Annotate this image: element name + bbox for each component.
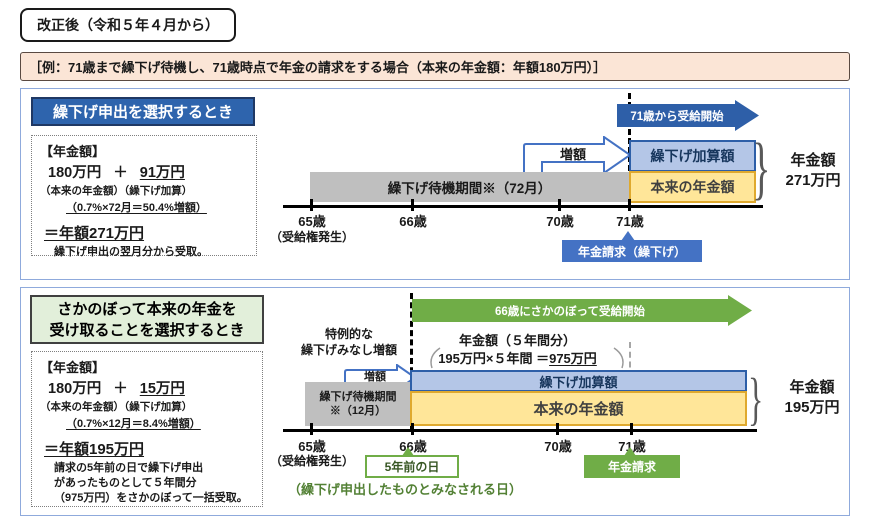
lump-sum-value: 975万円 bbox=[549, 350, 597, 366]
receipt-note: 繰下げ申出の翌月分から受取。 bbox=[54, 246, 208, 258]
example-banner: ［例：71歳まで繰下げ待機し、71歳時点で年金の請求をする場合（本来の年金額：年… bbox=[20, 52, 850, 81]
retroactive-start-arrow: 66歳にさかのぼって受給開始 bbox=[412, 295, 752, 326]
receipt-note-line1: 請求の5年前の日で繰下げ申出 bbox=[54, 462, 204, 474]
total-pension-label: 年金額 271万円 bbox=[775, 151, 851, 191]
tick-label-65: 65歳 bbox=[298, 214, 326, 229]
tick-71 bbox=[628, 199, 631, 211]
total-amount: ＝年額271万円 bbox=[44, 225, 145, 242]
section2-amount-box: 【年金額】 180万円 ＋ 15万円 （本来の年金額）（繰下げ加算） （0.7%… bbox=[31, 351, 263, 507]
special-deemed-line1: 特例的な bbox=[324, 327, 373, 341]
increase-label: 増額 bbox=[559, 146, 586, 162]
special-deemed-label: 特例的な 繰下げみなし増額 bbox=[288, 326, 410, 358]
original-pension-bar: 本来の年金額 bbox=[629, 171, 756, 203]
lump-sum-pre: 195万円×５年間 ＝ bbox=[438, 350, 550, 366]
receipt-note-line3: （975万円）をさかのぼって一括受取。 bbox=[54, 491, 248, 504]
badge-pointer-icon bbox=[624, 447, 636, 456]
tick-70 bbox=[556, 423, 559, 435]
section1-amount-box: 【年金額】 180万円 ＋ 91万円 （本来の年金額）（繰下げ加算） （0.7%… bbox=[31, 135, 257, 258]
section2-header: さかのぼって本来の年金を 受け取ることを選択するとき bbox=[30, 295, 264, 344]
total-pension-label: 年金額 195万円 bbox=[772, 378, 852, 418]
receipt-note: 請求の5年前の日で繰下げ申出 があったものとして５年間分 （975万円）をさかの… bbox=[54, 461, 254, 506]
deemed-date-note: （繰下げ申出したものとみなされる日） bbox=[288, 482, 523, 497]
total-amount: ＝年額195万円 bbox=[44, 441, 145, 458]
decorative-curve-right bbox=[613, 347, 624, 369]
base-amount: 180万円 bbox=[48, 381, 102, 397]
tick-70 bbox=[558, 199, 561, 211]
elbow-arrow-icon bbox=[523, 135, 632, 176]
five-years-ago-box: 5年前の日 bbox=[365, 455, 459, 478]
waiting-period-box: 繰下げ待機期間 ※（12月） bbox=[305, 382, 411, 426]
tick-71 bbox=[630, 423, 633, 435]
amount-formula: 180万円 ＋ 15万円 bbox=[48, 377, 254, 398]
timeline-axis bbox=[283, 205, 763, 208]
increase-elbow-arrow: 増額 bbox=[518, 135, 632, 176]
tick-label-65: 65歳 bbox=[298, 439, 326, 454]
tick-label-71: 71歳 bbox=[616, 214, 644, 229]
start-arrow-label: 71歳から受給開始 bbox=[630, 110, 724, 123]
plus-sign: ＋ bbox=[113, 165, 128, 181]
retro-arrow-label: 66歳にさかのぼって受給開始 bbox=[495, 305, 645, 318]
bracket-brace: } bbox=[752, 130, 771, 207]
added-amount: 91万円 bbox=[139, 165, 185, 181]
badge-pointer-icon bbox=[621, 231, 635, 241]
waiting-period-line1: 繰下げ待機期間 bbox=[319, 391, 397, 403]
amount-heading: 【年金額】 bbox=[40, 144, 106, 159]
total-pension-label-line1: 年金額 bbox=[790, 152, 836, 169]
increase-label: 増額 bbox=[364, 371, 386, 383]
age66-dashed-line bbox=[410, 293, 413, 429]
base-amount: 180万円 bbox=[48, 165, 102, 181]
pension-request-badge: 年金請求 bbox=[584, 455, 680, 478]
amount-heading: 【年金額】 bbox=[40, 360, 106, 375]
tick-label-70: 70歳 bbox=[546, 214, 574, 229]
tick-label-70: 70歳 bbox=[544, 439, 572, 454]
waiting-period-bar: 繰下げ待機期間※（72月） bbox=[310, 172, 629, 202]
right-arrow-icon bbox=[617, 100, 759, 131]
tick-65 bbox=[310, 199, 313, 211]
total-pension-label-line2: 271万円 bbox=[785, 172, 841, 189]
receipt-note-line2: があったものとして５年間分 bbox=[54, 476, 197, 489]
deferral-addition-bar: 繰下げ加算額 bbox=[410, 370, 747, 392]
section2-header-line1: さかのぼって本来の年金を bbox=[57, 300, 237, 318]
right-arrow-icon bbox=[412, 295, 752, 326]
entitlement-note: （受給権発生） bbox=[270, 230, 355, 244]
section1-header: 繰下げ申出を選択するとき bbox=[31, 97, 255, 126]
entitlement-note: （受給権発生） bbox=[270, 454, 355, 468]
formula-labels: （本来の年金額）（繰下げ加算） bbox=[40, 401, 193, 413]
total-pension-label-line1: 年金額 bbox=[789, 379, 835, 396]
timeline-axis bbox=[283, 429, 757, 432]
total-pension-label-line2: 195万円 bbox=[784, 399, 840, 416]
plus-sign: ＋ bbox=[113, 381, 128, 397]
section2-header-line2: 受け取ることを選択するとき bbox=[49, 321, 245, 339]
special-deemed-line2: 繰下げみなし増額 bbox=[300, 343, 397, 357]
tick-65 bbox=[310, 423, 313, 435]
added-amount: 15万円 bbox=[139, 381, 185, 397]
lump-sum-label: 年金額（５年間分） bbox=[458, 332, 576, 348]
page-title: 改正後（令和５年４月から） bbox=[20, 8, 236, 42]
lump-sum-formula: 195万円×５年間 ＝ 975万円 bbox=[415, 348, 620, 366]
deferral-addition-bar: 繰下げ加算額 bbox=[629, 140, 756, 172]
calc-note: （0.7%×72月＝50.4%増額） bbox=[66, 202, 207, 214]
calc-note: （0.7%×12月＝8.4%増額） bbox=[66, 418, 201, 430]
bracket-brace: } bbox=[748, 366, 764, 431]
tick-label-66: 66歳 bbox=[399, 214, 427, 229]
fiveyears-pointer-icon bbox=[402, 447, 414, 456]
start-receiving-arrow: 71歳から受給開始 bbox=[617, 100, 759, 131]
decorative-curve-left bbox=[430, 347, 441, 369]
formula-labels: （本来の年金額）（繰下げ加算） bbox=[40, 185, 193, 197]
amount-formula: 180万円 ＋ 91万円 bbox=[48, 161, 248, 182]
original-pension-bar: 本来の年金額 bbox=[410, 391, 747, 426]
tick-66 bbox=[411, 199, 414, 211]
tick-66 bbox=[411, 423, 414, 435]
waiting-period-line2: ※（12月） bbox=[329, 405, 387, 417]
pension-request-badge: 年金請求（繰下げ） bbox=[562, 240, 702, 262]
